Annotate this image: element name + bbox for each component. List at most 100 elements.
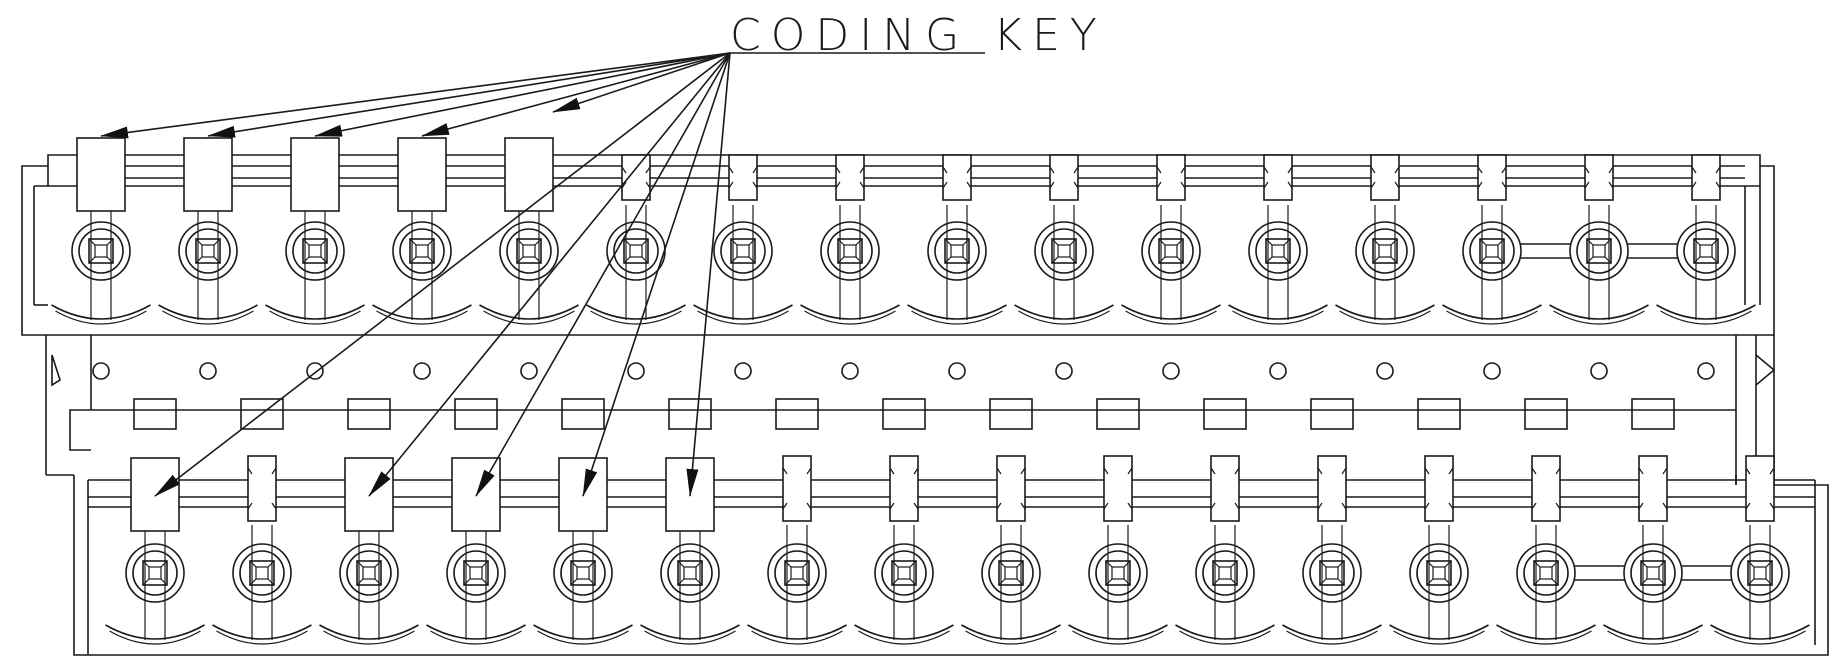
screw-socket: [195, 238, 221, 264]
socket-edge: [784, 578, 792, 586]
latch-slot: [989, 398, 1033, 430]
wire-entry-arc: [105, 624, 205, 640]
socket-edge: [1586, 238, 1594, 246]
spacer-rib: [1691, 154, 1721, 201]
spacer-chamfer: [271, 467, 277, 475]
screw-socket-inner: [683, 566, 697, 580]
latch-slot: [1203, 398, 1247, 430]
terminal-position: [158, 137, 258, 325]
socket-edge: [160, 560, 168, 568]
terminal-position: [800, 154, 900, 325]
wire-entry-arc-inner: [483, 310, 575, 325]
terminal-position: [479, 137, 579, 325]
screw-socket: [409, 238, 435, 264]
spacer-chamfer: [1608, 166, 1614, 174]
wire-entry-arc: [640, 624, 740, 640]
spacer-chamfer: [1156, 181, 1162, 189]
spacer-chamfer: [1584, 166, 1590, 174]
socket-edge: [1372, 238, 1380, 246]
wire-entry-arc-inner: [1072, 630, 1164, 645]
screw-socket: [302, 238, 328, 264]
screw-head: [78, 228, 124, 274]
wire-entry-arc: [1121, 304, 1221, 320]
spacer-chamfer: [859, 181, 865, 189]
socket-edge: [1658, 560, 1666, 568]
screw-head: [1523, 550, 1569, 596]
socket-edge: [1533, 578, 1541, 586]
socket-edge: [837, 238, 845, 246]
wire-entry-arc: [1175, 624, 1275, 640]
spacer-rib: [728, 154, 758, 201]
latch-slot: [1631, 398, 1675, 430]
screw-outer-ring: [1516, 543, 1576, 603]
screw-socket: [463, 560, 489, 586]
spacer-chamfer: [1608, 181, 1614, 189]
socket-edge: [730, 256, 738, 264]
socket-edge: [534, 256, 542, 264]
socket-edge: [1123, 578, 1131, 586]
wire-entry-arc: [212, 624, 312, 640]
screw-socket-inner: [1004, 566, 1018, 580]
spacer-chamfer: [1501, 181, 1507, 189]
socket-edge: [249, 578, 257, 586]
screw-head: [1469, 228, 1515, 274]
terminal-position: [1442, 154, 1542, 325]
screw-socket-inner: [629, 244, 643, 258]
spacer-rib: [996, 455, 1026, 522]
middle-housing: [45, 335, 1776, 485]
wire-entry-arc-inner: [1553, 310, 1645, 325]
wire-entry-arc: [479, 304, 579, 320]
socket-edge: [267, 578, 275, 586]
callout-arrows: [100, 52, 731, 497]
screw-head: [1683, 228, 1729, 274]
screw-head: [1202, 550, 1248, 596]
mounting-hole: [413, 362, 431, 380]
lower-terminal-block: [73, 455, 1829, 656]
mounting-hole: [1162, 362, 1180, 380]
socket-edge: [88, 256, 96, 264]
spacer-chamfer: [1341, 467, 1347, 475]
screw-socket: [1212, 560, 1238, 586]
coding-key-callout: CODING KEY: [730, 10, 1097, 61]
screw-socket: [1051, 238, 1077, 264]
spacer-chamfer: [782, 502, 788, 510]
spacer-chamfer: [1745, 502, 1751, 510]
wire-entry-arc-inner: [1446, 310, 1538, 325]
screw-socket-inner: [790, 566, 804, 580]
screw-head: [1737, 550, 1783, 596]
latch-slot: [347, 398, 391, 430]
wire-entry-arc-inner: [55, 310, 147, 325]
socket-edge: [1497, 238, 1505, 246]
spacer-rib: [621, 154, 651, 201]
mounting-hole: [1269, 362, 1287, 380]
mounting-hole: [92, 362, 110, 380]
spacer-rib: [1638, 455, 1668, 522]
screw-head: [1041, 228, 1087, 274]
terminal-position: [854, 455, 954, 645]
socket-edge: [302, 238, 310, 246]
spacer-chamfer: [1370, 181, 1376, 189]
latch-slot: [561, 398, 605, 430]
spacer-chamfer: [1394, 166, 1400, 174]
screw-socket: [1479, 238, 1505, 264]
spacer-chamfer: [1049, 166, 1055, 174]
socket-edge: [802, 560, 810, 568]
wire-entry-arc: [1068, 624, 1168, 640]
socket-edge: [837, 256, 845, 264]
spacer-rib: [1210, 455, 1240, 522]
screw-socket-inner: [1592, 244, 1606, 258]
spacer-chamfer: [1448, 467, 1454, 475]
terminal-position: [372, 137, 472, 325]
screw-socket: [677, 560, 703, 586]
terminal-position: [1496, 455, 1596, 645]
screw-outer-ring: [499, 221, 559, 281]
coding-key-box: [76, 137, 126, 212]
screw-socket-inner: [576, 566, 590, 580]
socket-edge: [1212, 578, 1220, 586]
screw-socket: [1105, 560, 1131, 586]
screw-head: [613, 228, 659, 274]
socket-edge: [1711, 238, 1719, 246]
socket-edge: [1693, 256, 1701, 264]
wire-entry-arc-inner: [1714, 630, 1806, 645]
screw-socket: [1372, 238, 1398, 264]
